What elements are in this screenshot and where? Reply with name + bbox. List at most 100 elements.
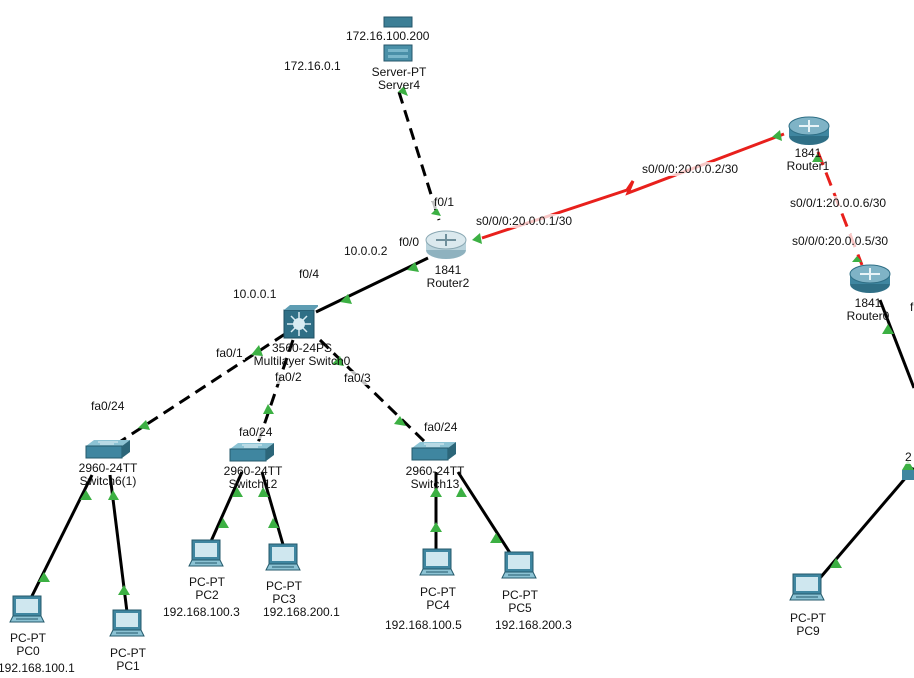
router2-lan-ip-label: 10.0.0.2 [342,244,390,258]
router0-port-label-partial: f [908,300,914,314]
link-switch12-pc2[interactable] [206,471,244,549]
port-up-icon [407,262,419,272]
router1-serial1-label: s0/0/1:20.0.0.6/30 [788,196,889,210]
pc4-model: PC-PT [420,585,456,599]
switch6-label: 2960-24TT Switch6(1) [79,462,138,488]
router2-serial-label: s0/0/0:20.0.0.1/30 [474,214,575,228]
mswitch-fa01-label: fa0/1 [214,346,245,360]
right-switch-label: 2 [903,450,914,464]
pc3-device[interactable] [264,542,304,583]
pc2-name: PC2 [195,588,219,602]
link-server4-router2[interactable] [397,91,441,221]
mswitch-fa02-label: fa0/2 [273,370,304,384]
port-up-icon [430,487,442,497]
pc1-name: PC1 [116,659,140,673]
switch6-device[interactable] [84,438,132,467]
port-up-icon [38,572,50,582]
port-up-icon [830,558,842,568]
pc0-ip-label: 192.168.100.1 [0,661,77,675]
server4-device[interactable] [382,15,416,70]
switch13-fa024-label: fa0/24 [422,420,460,434]
switch6-model: 2960-24TT [78,461,138,475]
server-gateway-label: 172.16.0.1 [282,59,343,73]
pc5-name: PC5 [508,601,532,615]
link-mswitch0-switch6[interactable] [114,332,286,447]
port-up-icon [258,487,269,497]
pc5-ip-label: 192.168.200.3 [493,618,574,632]
pc-icon [188,539,224,567]
mswitch-f04-label: f0/4 [297,267,322,281]
port-up-icon [772,130,782,141]
router1-device[interactable] [787,114,831,153]
multilayer-switch0-model: 3560-24PS [271,341,333,355]
link-router2-mswitch0[interactable] [315,256,429,314]
port-up-icon [902,460,914,470]
pc4-device[interactable] [418,547,458,588]
router2-f01-label: f0/1 [432,195,457,209]
port-up-icon [332,356,344,366]
router-icon [788,116,830,145]
pc1-label: PC-PT PC1 [110,647,146,673]
router0-device[interactable] [848,262,892,301]
router-icon [425,230,467,259]
pc2-device[interactable] [187,538,227,579]
pc-icon [265,543,301,571]
switch13-label: 2960-24TT Switch13 [406,465,465,491]
switch-icon [902,470,914,480]
link-mswitch0-switch13[interactable] [318,338,427,444]
router1-model: 1841 [794,146,822,160]
pc3-label: PC-PT PC3 [266,580,302,606]
router0-label: 1841 Router0 [847,297,890,323]
pc-icon [419,548,455,576]
router0-name: Router0 [846,309,890,323]
pc9-device[interactable] [788,572,828,613]
right-switch-device[interactable] [902,468,914,487]
pc3-ip-label: 192.168.200.1 [261,605,342,619]
port-up-icon [472,233,482,244]
router0-model: 1841 [854,296,882,310]
multilayer-switch0-device[interactable] [282,304,320,345]
port-up-icon [852,256,862,262]
port-up-icon [456,487,467,497]
pc-icon [109,609,145,637]
port-up-icon [398,86,408,96]
switch12-device[interactable] [228,441,276,470]
server4-label: Server-PT Server4 [372,66,427,92]
port-up-icon [431,208,441,216]
switch12-model: 2960-24TT [223,464,283,478]
pc0-device[interactable] [8,594,48,635]
pc0-model: PC-PT [10,631,46,645]
port-up-icon [118,585,130,595]
switch13-model: 2960-24TT [405,464,465,478]
pc4-ip-label: 192.168.100.5 [383,618,464,632]
pc0-label: PC-PT PC0 [10,632,46,658]
switch6-fa024-label: fa0/24 [89,399,127,413]
pc-icon [789,573,825,601]
pc-icon [9,595,45,623]
link-router0-right[interactable] [878,299,914,389]
link-switch13-pc5[interactable] [456,471,514,557]
router2-name: Router2 [426,276,470,290]
port-up-icon [490,533,502,543]
pc1-device[interactable] [108,608,148,649]
router-icon [849,264,891,293]
router1-name: Router1 [786,159,830,173]
port-up-icon [812,154,823,162]
router2-label: 1841 Router2 [427,264,470,290]
port-up-icon [394,416,406,426]
port-up-icon [340,294,352,304]
switch13-device[interactable] [410,440,458,469]
server-icon [383,16,413,62]
switch12-label: 2960-24TT Switch12 [224,465,283,491]
pc2-label: PC-PT PC2 [189,576,225,602]
router2-device[interactable] [424,228,468,267]
switch-icon [229,443,274,462]
pc9-name: PC9 [796,624,820,638]
pc-icon [501,551,537,579]
router1-serial0-label: s0/0/0:20.0.0.2/30 [640,162,741,176]
link-switch12-pc3[interactable] [260,471,286,549]
port-indicators [38,86,914,595]
mswitch-fa03-label: fa0/3 [342,371,373,385]
pc5-device[interactable] [500,550,540,591]
